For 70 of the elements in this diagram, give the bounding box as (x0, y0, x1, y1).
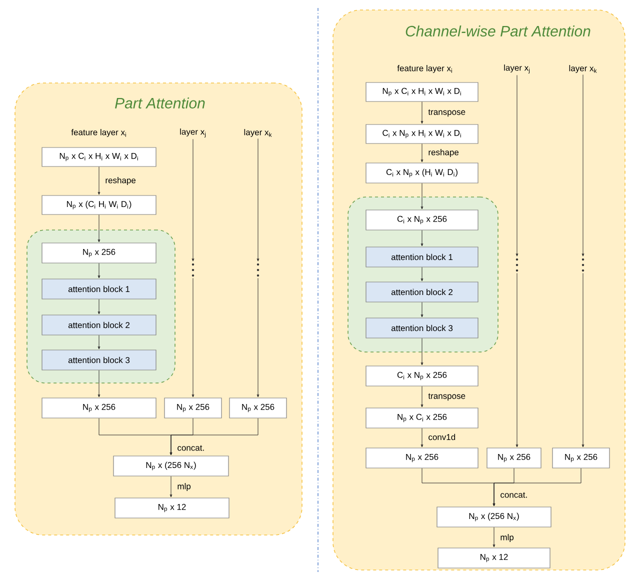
panel-title: Part Attention (115, 98, 205, 108)
arrow (98, 370, 100, 398)
arrow (582, 272, 584, 448)
panel-title: Channel-wise Part Attention (406, 26, 590, 36)
arrow (420, 302, 424, 318)
shape-box: N$_{p}$ x 256 (42, 398, 156, 418)
arrow (256, 278, 260, 398)
arrow (98, 166, 100, 195)
arrow (420, 428, 424, 448)
arrow (420, 183, 424, 210)
arrow (98, 214, 100, 242)
edge-label: concat. (499, 491, 529, 499)
arrow (516, 272, 518, 448)
column-heading: layer x$_{j}$ (180, 128, 206, 138)
shape-box: N$_{p}$ x 12 (114, 498, 230, 518)
arrow (420, 338, 424, 366)
column-heading: feature layer x$_{i}$ (71, 129, 126, 137)
arrow (192, 138, 194, 262)
edge-label: mlp (176, 482, 192, 492)
shape-box: N$_{p}$ x (256 N$_{x}$) (113, 456, 229, 476)
column-heading: layer x$_{k}$ (244, 129, 272, 137)
arrow (420, 230, 424, 246)
arrow (420, 102, 424, 124)
arrow (98, 299, 100, 314)
arrow (420, 386, 424, 408)
arrow (492, 527, 496, 548)
arrow (582, 74, 584, 256)
edge-label: concat. (176, 444, 206, 452)
ellipsis-dots (582, 258, 584, 272)
shape-box: N$_{p}$ x 256 (486, 448, 542, 468)
ellipsis-dots (256, 263, 260, 277)
arrow (98, 263, 100, 278)
arrow (98, 335, 100, 350)
edge-label: mlp (499, 533, 515, 543)
shape-box: N$_{p}$ x 256 (229, 398, 287, 418)
shape-box: N$_{p}$ x (C$_{i}$ H$_{i}$ W$_{i}$ D$_{i}$) (42, 195, 156, 215)
edge-label: reshape (427, 148, 460, 158)
arrow (170, 418, 258, 456)
column-heading: layer x$_{k}$ (569, 65, 597, 73)
shape-box: N$_{p}$ x (256 N$_{x}$) (436, 506, 552, 528)
shape-box: N$_{p}$ x C$_{i}$ x H$_{i}$ x W$_{i}$ x D$_{i}$ (366, 82, 478, 102)
arrow (492, 468, 582, 506)
arrow (170, 476, 172, 498)
attention-block: attention block 3 (366, 318, 478, 338)
shape-box: N$_{p}$ x 256 (552, 448, 610, 468)
shape-box: N$_{p}$ x C$_{i}$ x 256 (366, 408, 478, 428)
arrow (516, 74, 518, 256)
attention-block: attention block 2 (366, 282, 478, 302)
attention-block: attention block 1 (366, 246, 478, 268)
attention-block: attention block 2 (42, 314, 156, 336)
edge-label: reshape (104, 176, 137, 186)
shape-box: N$_{p}$ x 12 (438, 548, 550, 568)
arrow (256, 138, 260, 262)
shape-box: N$_{p}$ x 256 (42, 242, 156, 264)
shape-box: N$_{p}$ x 256 (164, 398, 222, 418)
column-heading: layer x$_{j}$ (504, 64, 530, 74)
arrow (192, 278, 194, 398)
attention-block: attention block 1 (42, 278, 156, 300)
shape-box: N$_{p}$ x 256 (366, 448, 478, 468)
column-heading: feature layer x$_{i}$ (397, 65, 452, 73)
shape-box: C$_{i}$ x N$_{p}$ x 256 (366, 210, 478, 230)
arrow (420, 144, 424, 162)
shape-box: C$_{i}$ x N$_{p}$ x 256 (366, 366, 478, 386)
shape-box: C$_{i}$ x N$_{p}$ x (H$_{i}$ W$_{i}$ D$_{i}$) (366, 162, 478, 184)
arrow (420, 267, 424, 282)
ellipsis-dots (516, 258, 518, 272)
ellipsis-dots (192, 263, 194, 277)
shape-box: N$_{p}$ x C$_{i}$ x H$_{i}$ x W$_{i}$ x D$_{i}$ (42, 147, 156, 167)
attention-block: attention block 3 (42, 350, 156, 370)
shape-box: C$_{i}$ x N$_{p}$ x H$_{i}$ x W$_{i}$ x D$_{i}$ (366, 124, 478, 144)
